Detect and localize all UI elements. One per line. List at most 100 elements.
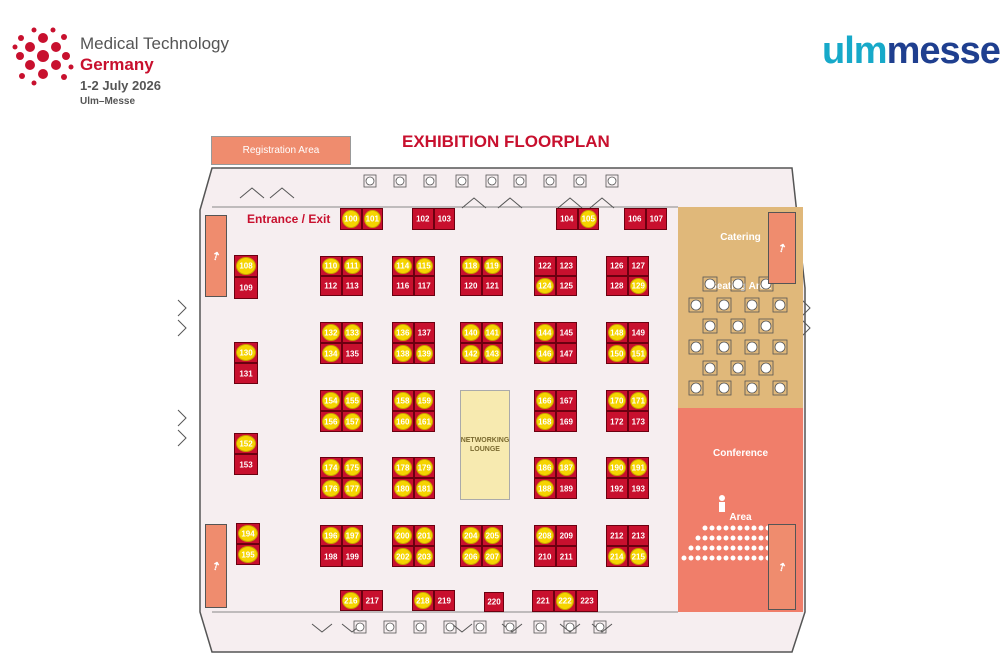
booth-220[interactable]: 220 [484, 592, 504, 612]
booth-cell[interactable]: 159 [413, 390, 435, 411]
booth-cell[interactable]: 106 [624, 208, 646, 230]
booth-cell[interactable]: 193 [627, 478, 649, 499]
booth-cell[interactable]: 223 [576, 590, 598, 612]
booth-cell[interactable]: 149 [627, 322, 649, 343]
booth-cell[interactable]: 206 [460, 546, 482, 567]
booth-cell[interactable]: 178 [392, 457, 414, 478]
booth-cell[interactable]: 196 [320, 525, 342, 546]
booth-cell[interactable]: 151 [627, 343, 649, 364]
booth-cell[interactable]: 176 [320, 478, 342, 499]
booth-cell[interactable]: 166 [534, 390, 556, 411]
booth-cell[interactable]: 115 [413, 256, 435, 276]
booth-cell[interactable]: 212 [606, 525, 628, 546]
booth-cell[interactable]: 123 [555, 256, 577, 276]
booth-cell[interactable]: 202 [392, 546, 414, 567]
booth-cell[interactable]: 156 [320, 411, 342, 432]
booth-cell[interactable]: 155 [341, 390, 363, 411]
booth-cell[interactable]: 133 [341, 322, 363, 343]
booth-cell[interactable]: 103 [433, 208, 455, 230]
booth-cell[interactable]: 215 [627, 546, 649, 567]
booth-cell[interactable]: 201 [413, 525, 435, 546]
booth-cell[interactable]: 119 [481, 256, 503, 276]
booth-cell[interactable]: 192 [606, 478, 628, 499]
booth-cell[interactable]: 168 [534, 411, 556, 432]
booth-cell[interactable]: 205 [481, 525, 503, 546]
booth-cell[interactable]: 138 [392, 343, 414, 364]
booth-cell[interactable]: 190 [606, 457, 628, 478]
booth-cell[interactable]: 203 [413, 546, 435, 567]
booth-cell[interactable]: 108 [234, 255, 258, 277]
booth-cell[interactable]: 142 [460, 343, 482, 364]
booth-cell[interactable]: 161 [413, 411, 435, 432]
booth-cell[interactable]: 136 [392, 322, 414, 343]
booth-cell[interactable]: 101 [361, 208, 383, 230]
booth-cell[interactable]: 130 [234, 342, 258, 363]
booth-cell[interactable]: 148 [606, 322, 628, 343]
booth-cell[interactable]: 175 [341, 457, 363, 478]
booth-cell[interactable]: 219 [433, 590, 455, 611]
booth-cell[interactable]: 131 [234, 363, 258, 384]
booth-cell[interactable]: 124 [534, 276, 556, 296]
booth-cell[interactable]: 221 [532, 590, 554, 612]
booth-cell[interactable]: 207 [481, 546, 503, 567]
booth-cell[interactable]: 102 [412, 208, 434, 230]
booth-cell[interactable]: 132 [320, 322, 342, 343]
booth-cell[interactable]: 211 [555, 546, 577, 567]
booth-cell[interactable]: 204 [460, 525, 482, 546]
booth-cell[interactable]: 121 [481, 276, 503, 296]
booth-cell[interactable]: 199 [341, 546, 363, 567]
booth-cell[interactable]: 181 [413, 478, 435, 499]
booth-cell[interactable]: 126 [606, 256, 628, 276]
booth-cell[interactable]: 167 [555, 390, 577, 411]
booth-cell[interactable]: 125 [555, 276, 577, 296]
booth-cell[interactable]: 220 [484, 592, 504, 612]
booth-cell[interactable]: 189 [555, 478, 577, 499]
booth-cell[interactable]: 134 [320, 343, 342, 364]
booth-cell[interactable]: 117 [413, 276, 435, 296]
booth-cell[interactable]: 179 [413, 457, 435, 478]
booth-cell[interactable]: 222 [554, 590, 576, 612]
booth-cell[interactable]: 139 [413, 343, 435, 364]
booth-cell[interactable]: 198 [320, 546, 342, 567]
booth-cell[interactable]: 180 [392, 478, 414, 499]
booth-cell[interactable]: 112 [320, 276, 342, 296]
booth-cell[interactable]: 145 [555, 322, 577, 343]
booth-cell[interactable]: 114 [392, 256, 414, 276]
booth-cell[interactable]: 154 [320, 390, 342, 411]
booth-cell[interactable]: 160 [392, 411, 414, 432]
booth-cell[interactable]: 171 [627, 390, 649, 411]
booth-cell[interactable]: 214 [606, 546, 628, 567]
booth-cell[interactable]: 177 [341, 478, 363, 499]
booth-cell[interactable]: 137 [413, 322, 435, 343]
booth-cell[interactable]: 173 [627, 411, 649, 432]
booth-cell[interactable]: 213 [627, 525, 649, 546]
booth-cell[interactable]: 216 [340, 590, 362, 611]
booth-cell[interactable]: 188 [534, 478, 556, 499]
booth-cell[interactable]: 153 [234, 454, 258, 475]
booth-cell[interactable]: 210 [534, 546, 556, 567]
booth-cell[interactable]: 158 [392, 390, 414, 411]
booth-cell[interactable]: 135 [341, 343, 363, 364]
booth-cell[interactable]: 128 [606, 276, 628, 296]
booth-cell[interactable]: 105 [577, 208, 599, 230]
